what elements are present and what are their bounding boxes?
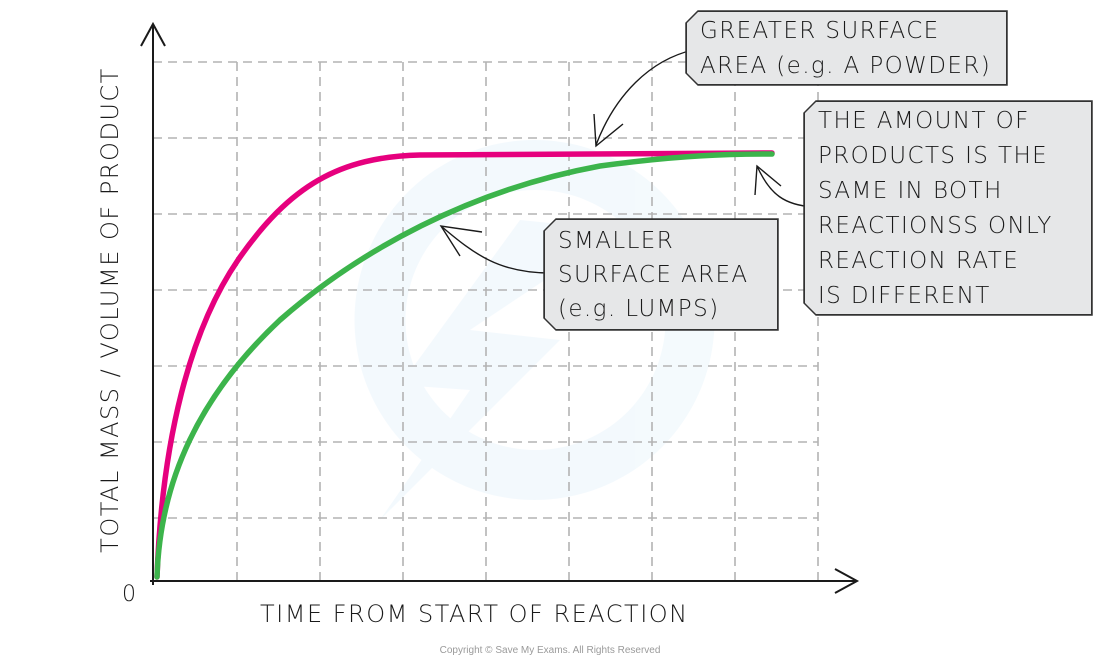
axes [140,21,860,594]
origin-label: 0 [122,582,138,607]
curve-greater-surface-area [154,150,775,580]
callout-smaller-surface-area: SMALLER SURFACE AREA (e.g. LUMPS) [544,219,778,330]
callout-line: SMALLER [558,228,675,254]
callout-same-amount: THE AMOUNT OF PRODUCTS IS THE SAME IN BO… [804,101,1092,315]
x-axis-arrow-icon [834,568,860,594]
callout-line: (e.g. LUMPS) [558,296,720,322]
callout-line: PRODUCTS IS THE [818,143,1049,169]
y-axis-label: TOTAL MASS / VOLUME OF PRODUCT [96,67,124,553]
callout-line: AREA (e.g. A POWDER) [700,52,992,79]
callout-line: SURFACE AREA [558,262,749,288]
callout-line: THE AMOUNT OF [818,108,1030,134]
callout-greater-surface-area: GREATER SURFACE AREA (e.g. A POWDER) [686,11,1007,85]
callout-line: REACTIONSS ONLY [818,213,1053,239]
watermark-logo [354,140,715,520]
callout-line: REACTION RATE [818,248,1020,274]
curve-smaller-surface-area [154,151,775,580]
callout-line: IS DIFFERENT [818,283,991,309]
callout-line: SAME IN BOTH [818,178,1003,204]
callout-line: GREATER SURFACE [700,18,940,44]
copyright-notice: Copyright © Save My Exams. All Rights Re… [439,645,661,656]
y-axis-arrow-icon [140,21,166,47]
x-axis-label: TIME FROM START OF REACTION [260,600,689,628]
